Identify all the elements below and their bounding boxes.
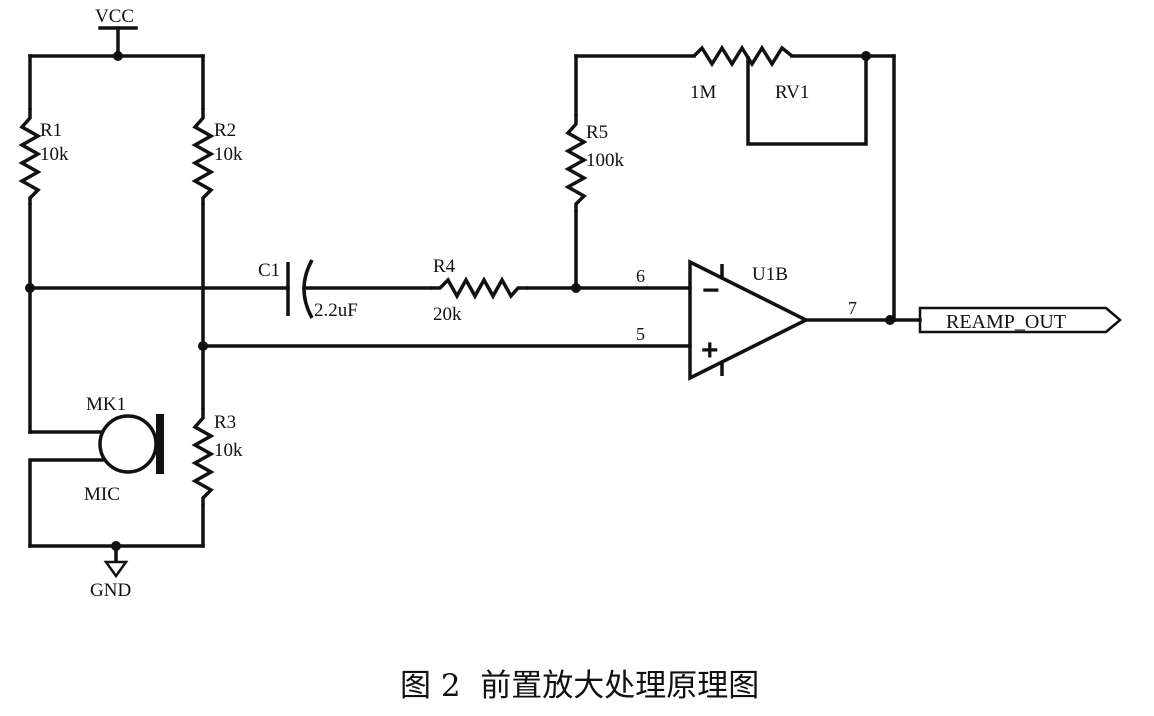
rv1-value: 1M bbox=[690, 82, 717, 103]
resistor-r5: R5 100k bbox=[564, 114, 625, 212]
r3-ref: R3 bbox=[214, 412, 236, 433]
c1-value: 2.2uF bbox=[314, 300, 358, 321]
potentiometer-rv1: 1M RV1 bbox=[690, 44, 868, 146]
opamp-inverting-sign: − bbox=[702, 274, 720, 307]
resistor-r1: R1 10k bbox=[18, 108, 69, 205]
figure-caption: 图 2 前置放大处理原理图 bbox=[400, 668, 759, 704]
mic-value: MIC bbox=[84, 484, 120, 505]
opamp-u1b: − + U1B 6 5 7 bbox=[636, 259, 857, 381]
opamp-noninverting-sign: + bbox=[701, 334, 719, 367]
vcc-symbol: VCC bbox=[95, 6, 138, 58]
c1-ref: C1 bbox=[258, 260, 280, 281]
vcc-rail bbox=[28, 51, 205, 110]
resistor-r2: R2 10k bbox=[191, 108, 243, 205]
resistor-r3: R3 10k bbox=[191, 408, 243, 506]
rv1-ref: RV1 bbox=[775, 82, 809, 103]
gnd-label: GND bbox=[90, 580, 131, 601]
vcc-label: VCC bbox=[95, 6, 134, 27]
opamp-ref: U1B bbox=[752, 264, 788, 285]
capacitor-c1: C1 2.2uF bbox=[258, 259, 358, 321]
r1-value: 10k bbox=[40, 144, 69, 165]
r3-value: 10k bbox=[214, 440, 243, 461]
r5-ref: R5 bbox=[586, 122, 608, 143]
r2-ref: R2 bbox=[214, 120, 236, 141]
output-port: REAMP_OUT bbox=[918, 306, 1122, 334]
r4-value: 20k bbox=[433, 304, 462, 325]
pin-6-label: 6 bbox=[636, 266, 645, 286]
gnd-rail bbox=[28, 541, 205, 562]
pin-7-label: 7 bbox=[848, 298, 857, 318]
r5-value: 100k bbox=[586, 150, 625, 171]
output-port-label: REAMP_OUT bbox=[946, 311, 1066, 333]
r1-ref: R1 bbox=[40, 120, 62, 141]
microphone-mk1: MK1 MIC bbox=[28, 394, 164, 548]
pin-5-label: 5 bbox=[636, 324, 645, 344]
r2-value: 10k bbox=[214, 144, 243, 165]
r4-ref: R4 bbox=[433, 256, 456, 277]
gnd-symbol: GND bbox=[90, 560, 131, 601]
resistor-r4: R4 20k bbox=[430, 256, 528, 325]
mic-ref: MK1 bbox=[86, 394, 126, 415]
